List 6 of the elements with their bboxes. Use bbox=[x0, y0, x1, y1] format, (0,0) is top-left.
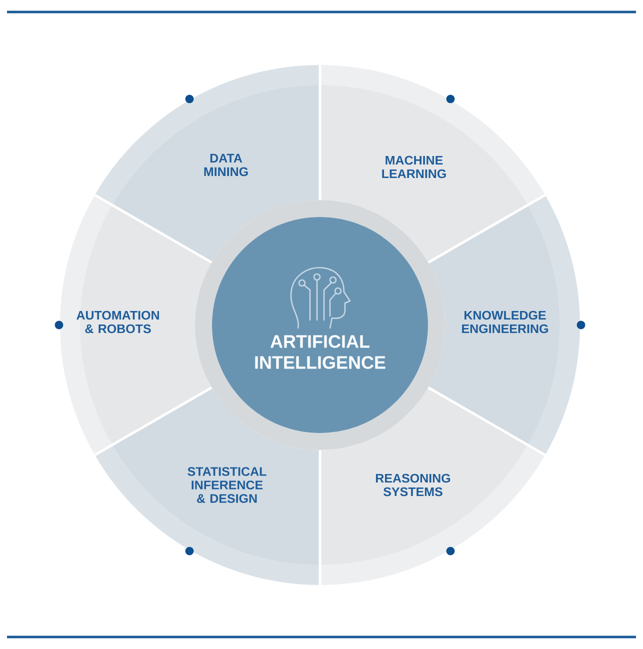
sector: DATA MINING bbox=[94, 65, 320, 262]
sector: REASONING SYSTEMS bbox=[320, 388, 546, 585]
sector: MACHINE LEARNING bbox=[320, 65, 546, 262]
sector: AUTOMATION & ROBOTS bbox=[60, 195, 212, 455]
sector: STATISTICAL INFERENCE & DESIGN bbox=[94, 388, 320, 585]
sector: KNOWLEDGE ENGINEERING bbox=[428, 195, 580, 455]
